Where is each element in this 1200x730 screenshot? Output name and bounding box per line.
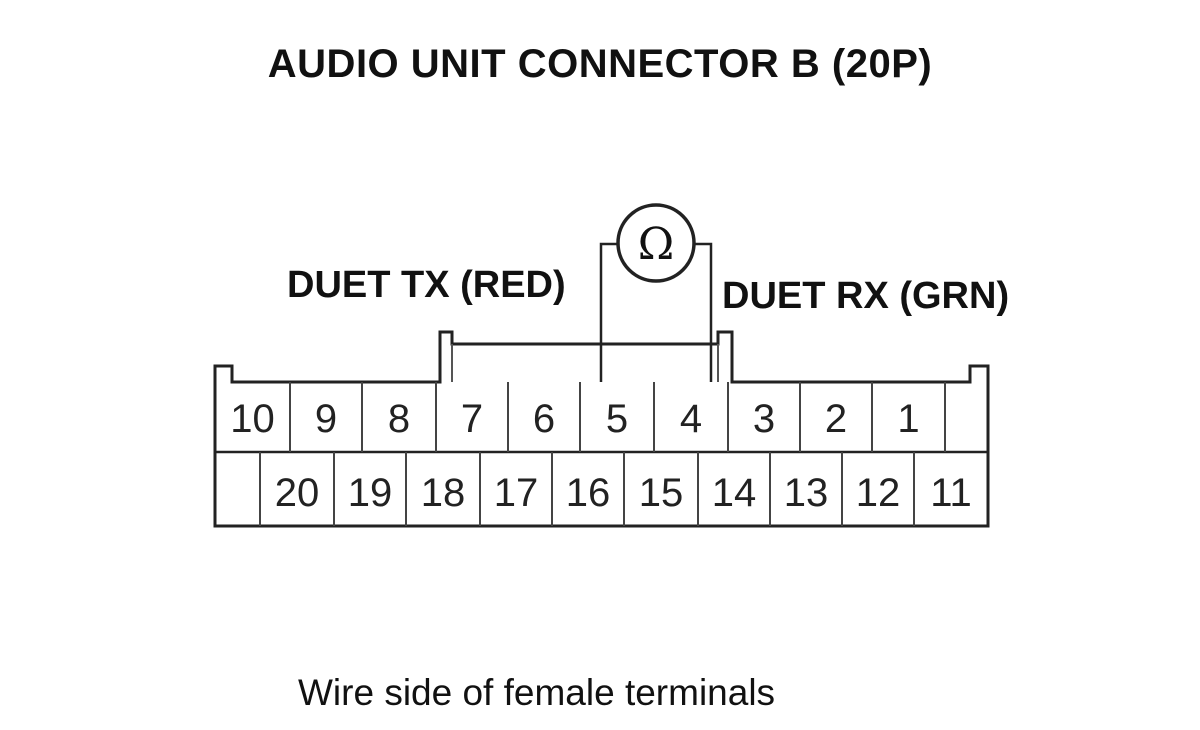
pin-number: 13	[784, 471, 829, 515]
bottom-row-dividers	[259, 452, 915, 526]
pin-number: 9	[315, 397, 337, 441]
pin-number: 7	[461, 397, 483, 441]
pin-number: 18	[421, 471, 466, 515]
pin-number: 20	[275, 471, 320, 515]
pin-number: 11	[930, 471, 972, 515]
caption: Wire side of female terminals	[298, 672, 776, 713]
pin-number: 6	[533, 397, 555, 441]
duet-rx-label: DUET RX (GRN)	[722, 275, 1010, 317]
pin-number: 14	[712, 471, 757, 515]
pin-number: 5	[606, 397, 628, 441]
ohmmeter-symbol: Ω	[638, 219, 674, 270]
probe-lead-rx	[687, 242, 713, 382]
pin-number: 17	[494, 471, 539, 515]
pin-number: 3	[753, 397, 775, 441]
diagram-title: AUDIO UNIT CONNECTOR B (20P)	[267, 42, 933, 86]
pin-number: 15	[639, 471, 684, 515]
pin-number: 16	[566, 471, 611, 515]
pin-number: 1	[897, 397, 919, 441]
pin-number: 8	[388, 397, 410, 441]
probe-lead-tx	[599, 242, 625, 382]
pin-number: 19	[348, 471, 393, 515]
duet-tx-label: DUET TX (RED)	[287, 264, 566, 306]
pin-number: 12	[856, 471, 901, 515]
pin-number: 4	[680, 397, 702, 441]
pin-number: 2	[825, 397, 847, 441]
top-row-dividers	[289, 382, 946, 452]
pin-number: 10	[230, 397, 275, 441]
ohmmeter-circle	[616, 203, 696, 283]
